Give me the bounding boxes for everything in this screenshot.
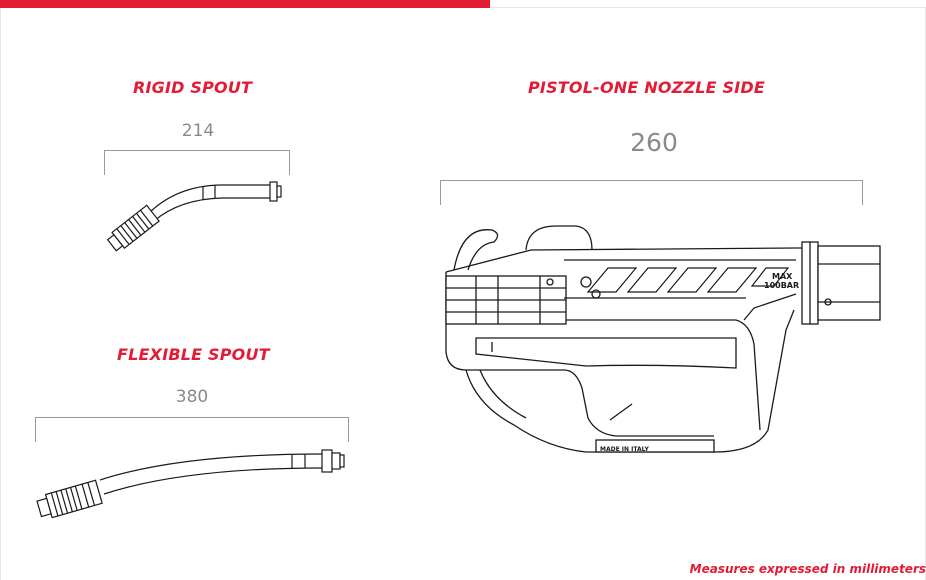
flexible-spout-dimension-bracket bbox=[35, 417, 349, 442]
flexible-spout-title: FLEXIBLE SPOUT bbox=[117, 345, 270, 364]
rigid-spout-title: RIGID SPOUT bbox=[133, 78, 253, 97]
frame-left-border bbox=[0, 8, 1, 580]
pistol-title: PISTOL-ONE NOZZLE SIDE bbox=[528, 78, 766, 97]
pistol-dimension: 260 bbox=[630, 128, 678, 157]
rigid-spout-dimension: 214 bbox=[181, 121, 215, 141]
flexible-spout-drawing bbox=[36, 449, 345, 519]
flexible-spout-dimension: 380 bbox=[175, 387, 209, 407]
pressure-label-line2: 100BAR bbox=[764, 281, 800, 290]
pistol-nozzle-drawing bbox=[445, 225, 881, 453]
pressure-label-line1: MAX bbox=[772, 272, 793, 281]
rigid-spout-drawing bbox=[106, 181, 282, 252]
header-accent-bar bbox=[0, 0, 490, 8]
origin-label: MADE IN ITALY bbox=[600, 446, 649, 453]
pistol-dimension-bracket bbox=[440, 180, 863, 205]
header-divider-line bbox=[490, 7, 926, 8]
measurement-note: Measures expressed in millimeters bbox=[689, 562, 926, 576]
rigid-spout-dimension-bracket bbox=[104, 150, 290, 175]
